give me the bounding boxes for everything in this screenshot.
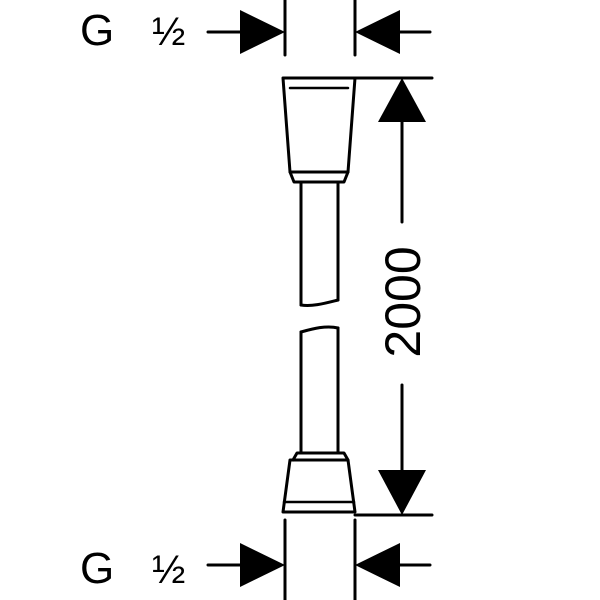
bottom-thread-dimension xyxy=(206,518,432,600)
top-thread-dimension xyxy=(206,0,432,57)
hose-upper-break xyxy=(299,298,340,307)
hose-lower-break xyxy=(299,325,340,334)
bottom-fitting xyxy=(281,451,357,514)
bottom-fitting-collar xyxy=(291,451,350,462)
top-thread-size: ½ xyxy=(152,10,185,54)
bottom-thread-size: ½ xyxy=(152,548,185,592)
hose-lower-section xyxy=(299,325,340,455)
bottom-fitting-body xyxy=(281,458,357,514)
top-arrowhead-left xyxy=(240,10,285,54)
top-fitting-body xyxy=(281,76,357,174)
bottom-arrowhead-right xyxy=(355,543,400,587)
top-fitting xyxy=(281,76,357,184)
top-fitting-collar xyxy=(288,170,350,184)
hose-upper-section xyxy=(299,180,340,307)
top-thread-letter: G xyxy=(80,6,114,55)
bottom-arrowhead-left xyxy=(240,543,285,587)
bottom-thread-letter: G xyxy=(80,544,114,593)
length-arrowhead-top xyxy=(378,78,426,122)
length-arrowhead-bottom xyxy=(378,470,426,515)
length-dimension xyxy=(353,76,434,517)
length-value: 2000 xyxy=(375,246,431,357)
top-arrowhead-right xyxy=(355,10,400,54)
